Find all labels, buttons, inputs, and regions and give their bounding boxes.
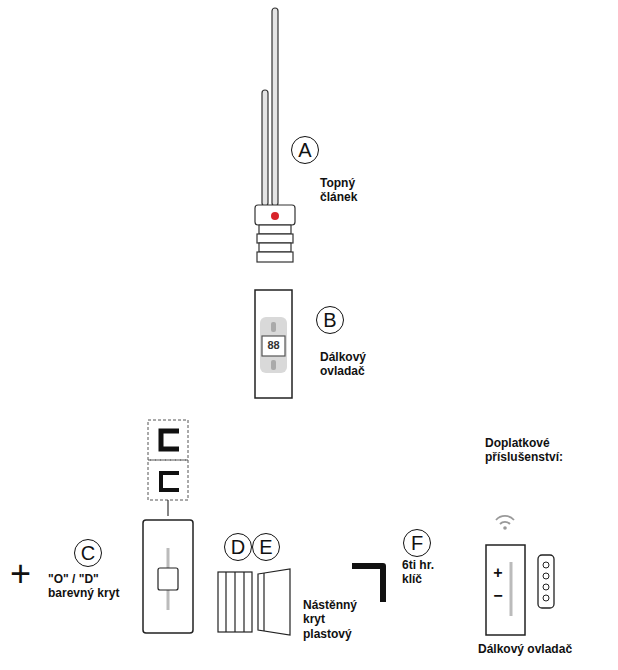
part-label: Dálkový ovladač — [478, 642, 572, 656]
remote-control — [255, 290, 292, 398]
callout-letter: F — [411, 533, 423, 553]
wall-cover — [218, 569, 290, 635]
callout-circle: F — [403, 529, 431, 557]
callout-letter: B — [323, 310, 336, 330]
hex-key — [352, 566, 383, 602]
wireless-remote — [486, 545, 554, 635]
part-label: Dálkový ovladač — [320, 350, 382, 379]
callout-circle: A — [291, 136, 319, 164]
heating-element — [255, 8, 295, 262]
symbol-text: + — [10, 556, 31, 592]
display-digits: 88 — [262, 339, 285, 352]
callout-circle: E — [252, 533, 280, 561]
callout-letter: E — [259, 537, 272, 557]
symbol-text: − — [490, 588, 506, 604]
callout-letter: D — [231, 537, 245, 557]
wifi-symbol — [496, 516, 514, 530]
callout-letter: A — [298, 140, 311, 160]
part-label: Nástěnný kryt plastový — [303, 598, 365, 641]
part-label: Doplatkové příslušenství: — [485, 436, 600, 465]
callout-circle: D — [224, 533, 252, 561]
callout-letter: C — [81, 543, 95, 563]
cover-variants — [148, 420, 188, 516]
part-label: Topný článek — [320, 176, 378, 205]
part-label: 6ti hr. klíč — [402, 558, 448, 587]
callout-circle: B — [316, 306, 344, 334]
symbol-text: + — [490, 565, 506, 581]
color-cover — [143, 520, 193, 633]
callout-circle: C — [74, 539, 102, 567]
part-label: "O" / "D" barevný kryt — [48, 572, 134, 601]
